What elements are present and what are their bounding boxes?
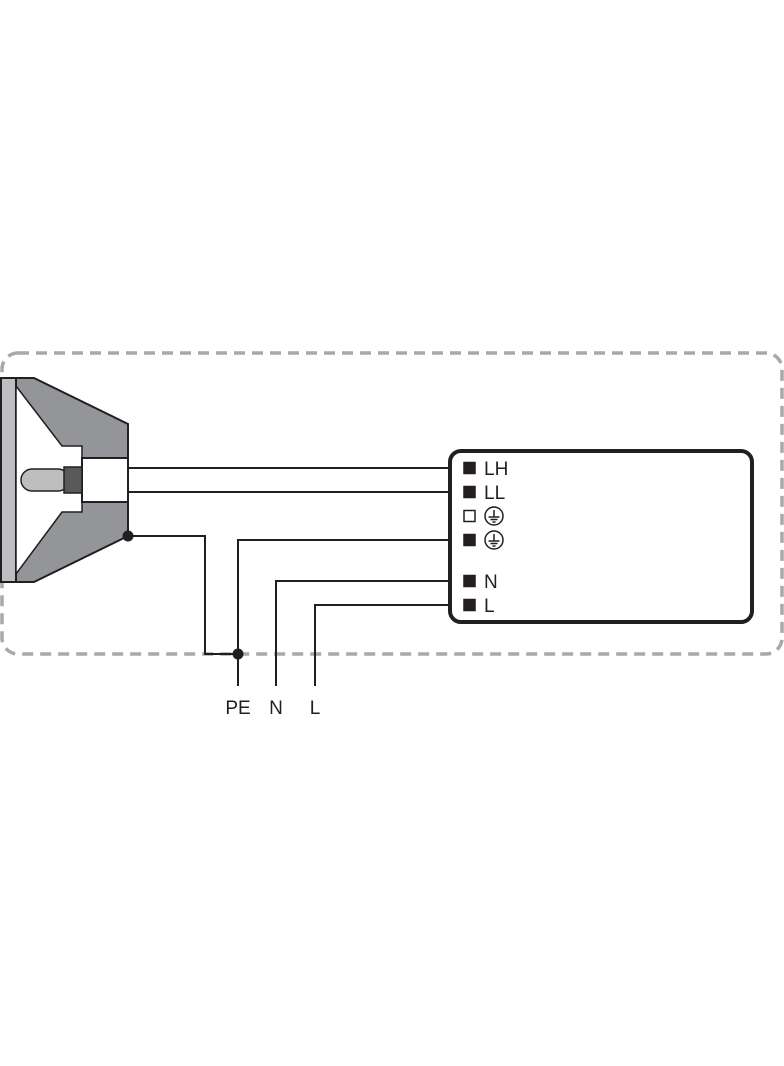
- supply-label-n: N: [269, 698, 283, 719]
- terminal-square-0: [463, 461, 476, 475]
- luminaire-boundary: [0, 351, 784, 656]
- terminal-square-2: [463, 509, 476, 523]
- junction-dot-pe: [232, 648, 244, 660]
- terminal-label-ll: LL: [484, 483, 505, 504]
- wire-l: [314, 604, 464, 686]
- junction-dot-luminaire: [122, 530, 134, 542]
- terminal-square-1: [463, 485, 476, 499]
- terminal-square-5: [463, 598, 476, 612]
- luminaire-reflector-icon: [0, 377, 129, 583]
- ground-icon: [484, 530, 504, 550]
- ballast-box: [448, 449, 754, 624]
- supply-label-pe: PE: [225, 698, 250, 719]
- wire-luminaire-earth: [128, 535, 238, 655]
- supply-label-l: L: [310, 698, 321, 719]
- terminal-square-3: [463, 533, 476, 547]
- wire-n: [275, 580, 464, 686]
- terminal-square-4: [463, 574, 476, 588]
- terminal-label-n: N: [484, 572, 498, 593]
- terminal-label-lh: LH: [484, 459, 508, 480]
- lamp-bulb: [20, 468, 70, 492]
- wire-pe: [237, 539, 464, 686]
- terminal-label-l: L: [484, 596, 495, 617]
- ballast-terminals: [463, 461, 476, 612]
- ground-icon: [484, 506, 504, 526]
- lamp-cap: [63, 466, 83, 494]
